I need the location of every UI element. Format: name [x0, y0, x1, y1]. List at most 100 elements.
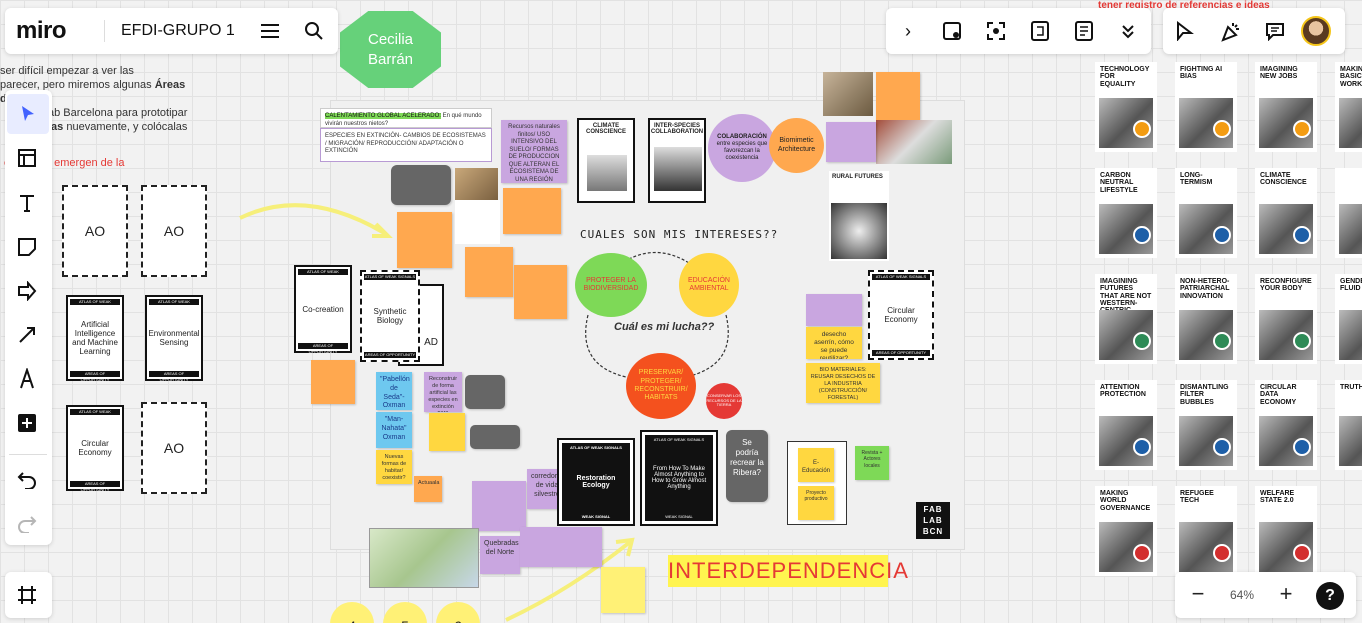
ao-card-1[interactable]: AO: [62, 185, 128, 277]
circle-num-6[interactable]: 6: [436, 602, 480, 623]
signal-card[interactable]: TECHNOLOGY FOR EQUALITY: [1095, 62, 1157, 152]
line-icon[interactable]: [5, 315, 49, 355]
note-purple-wide[interactable]: [520, 527, 602, 567]
cursor-flag-icon[interactable]: [1163, 8, 1207, 54]
ao-card-2[interactable]: AO: [141, 185, 207, 277]
frames-icon[interactable]: [5, 575, 49, 615]
note-yellow-bottom[interactable]: [601, 567, 645, 613]
note-calentamiento[interactable]: CALENTAMIENTO GLOBAL ACELERADO: En qué m…: [320, 108, 492, 128]
map-image[interactable]: [369, 528, 479, 588]
signal-card[interactable]: MAKING BASIC PR WORK: [1335, 62, 1362, 152]
text-icon[interactable]: [5, 183, 49, 223]
note-green[interactable]: Revista + Actores locales: [855, 446, 889, 480]
comment-icon[interactable]: [1253, 8, 1297, 54]
sticky-note-icon[interactable]: [5, 227, 49, 267]
note-purple-dero[interactable]: [806, 294, 862, 326]
octagon-name-shape[interactable]: Cecilia Barrán: [340, 11, 441, 88]
image-building[interactable]: [876, 120, 952, 164]
miro-logo[interactable]: miro: [16, 17, 67, 44]
note-orange-3[interactable]: [465, 247, 513, 297]
card-circular[interactable]: ATLAS OF WEAK SIGNALS Circular Economy A…: [66, 405, 124, 492]
chevron-double-down-icon[interactable]: [1106, 8, 1150, 54]
circle-biomimetic[interactable]: Biomimetic Architecture: [769, 118, 824, 173]
signal-card[interactable]: GENDER FLUID: [1335, 274, 1362, 364]
note-reconstruir[interactable]: Reconstruir de forma artificial las espe…: [424, 372, 462, 412]
note-purple-block[interactable]: [472, 481, 526, 531]
signal-card[interactable]: REFUGEE TECH: [1175, 486, 1237, 576]
table-icon[interactable]: [5, 138, 49, 178]
note-pabellon[interactable]: "Pabellón de Seda"- Oxman: [376, 372, 412, 410]
signal-card[interactable]: DISMANTLING FILTER BUBBLES: [1175, 380, 1237, 470]
signal-card[interactable]: LONG-TERMISM: [1175, 168, 1237, 258]
shape-arrow-icon[interactable]: [5, 271, 49, 311]
circle-red[interactable]: CONSERVAR LOS RECURSOS DE LA TIERRA: [706, 383, 742, 419]
zoom-in-button[interactable]: +: [1279, 581, 1293, 606]
note-orange-5[interactable]: [311, 360, 355, 404]
zoom-out-button[interactable]: −: [1191, 581, 1205, 606]
note-quebradas[interactable]: Quebradas del Norte: [480, 536, 520, 574]
signal-card[interactable]: FIGHTING AI BIAS: [1175, 62, 1237, 152]
signal-card[interactable]: RECONFIGURE YOUR BODY: [1255, 274, 1317, 364]
circle-educacion[interactable]: EDUCACIÓN AMBIENTAL: [679, 253, 739, 317]
signal-card[interactable]: CARBON NEUTRAL LIFESTYLE: [1095, 168, 1157, 258]
note-se-podria[interactable]: Se podría recrear la Ribera?: [726, 430, 768, 502]
note-dark-bubble[interactable]: [391, 165, 451, 205]
signal-card[interactable]: IMAGINING FUTURES THAT ARE NOT WESTERN-C…: [1095, 274, 1157, 364]
card-climate-conscience[interactable]: CLIMATE CONSCIENCE: [577, 118, 635, 203]
card-synthetic-biology[interactable]: ATLAS OF WEAK SIGNALS Synthetic Biology …: [360, 270, 420, 362]
signal-card[interactable]: ATTENTION PROTECTION: [1095, 380, 1157, 470]
note-actuaala[interactable]: Actuaala: [414, 476, 442, 502]
signal-card[interactable]: CLIMATE CONSCIENCE: [1255, 168, 1317, 258]
note-proyecto[interactable]: Proyecto productivo: [798, 486, 834, 520]
card-env[interactable]: ATLAS OF WEAK SIGNALS Environmental Sens…: [145, 295, 203, 382]
card-restoration-frame[interactable]: ATLAS OF WEAK SIGNALS Restoration Ecolog…: [557, 438, 635, 526]
board-name[interactable]: EFDI-GRUPO 1: [121, 22, 235, 39]
note-man-nahata[interactable]: "Man-Nahata" Oxman: [376, 412, 412, 448]
timer-icon[interactable]: [1018, 8, 1062, 54]
note-dark-3[interactable]: [470, 425, 520, 449]
help-button[interactable]: ?: [1316, 582, 1344, 610]
note-bio[interactable]: BIO MATERIALES: REUSAR DESECHOS DE LA IN…: [806, 363, 880, 403]
signal-card[interactable]: MAKING WORLD GOVERNANCE: [1095, 486, 1157, 576]
signal-card[interactable]: TRUTH: [1335, 380, 1362, 470]
signal-card[interactable]: [1335, 168, 1362, 258]
circle-proteger[interactable]: PROTEGER LA BIODIVERSIDAD: [575, 253, 647, 317]
note-nuevas[interactable]: Nuevas formas de habitar/ coexistir?: [376, 450, 412, 484]
circle-preservar[interactable]: PRESERVAR/ PROTEGER/ RECONSTRUIR/ HABITA…: [626, 353, 696, 419]
card-ai[interactable]: ATLAS OF WEAK SIGNALS Artificial Intelli…: [66, 295, 124, 382]
note-especies[interactable]: ESPECIES EN EXTINCIÓN- CAMBIOS DE ECOSIS…: [320, 128, 492, 162]
note-dark-2[interactable]: [465, 375, 505, 409]
undo-icon[interactable]: [5, 460, 49, 500]
add-more-icon[interactable]: [5, 403, 49, 443]
select-cursor-icon[interactable]: [7, 94, 49, 134]
signal-card[interactable]: CIRCULAR DATA ECONOMY: [1255, 380, 1317, 470]
signal-card[interactable]: NON-HETERO-PATRIARCHAL INNOVATION: [1175, 274, 1237, 364]
search-icon[interactable]: [292, 8, 336, 54]
user-avatar[interactable]: [1301, 16, 1331, 46]
note-orange-4[interactable]: [514, 265, 567, 319]
interdependencia-label[interactable]: INTERDEPENDENCIA: [668, 555, 908, 587]
card-interspecies[interactable]: INTER-SPECIES COLLABORATION: [648, 118, 706, 203]
note-orange-1[interactable]: [397, 212, 452, 268]
menu-icon[interactable]: [248, 8, 292, 54]
note-edu[interactable]: E-Educación: [798, 448, 834, 482]
signal-card[interactable]: WELFARE STATE 2.0: [1255, 486, 1317, 576]
zoom-level[interactable]: 64%: [1229, 588, 1255, 602]
note-recursos[interactable]: Recursos naturales finitos/ USO INTENSIV…: [501, 120, 567, 183]
notes-icon[interactable]: [1062, 8, 1106, 54]
sticky-add-icon[interactable]: [930, 8, 974, 54]
redo-icon[interactable]: [5, 504, 49, 544]
signal-card[interactable]: IMAGINING NEW JOBS: [1255, 62, 1317, 152]
card-from-how-frame[interactable]: ATLAS OF WEAK SIGNALS From How To Make A…: [640, 430, 718, 526]
note-orange-small[interactable]: [876, 72, 920, 120]
focus-icon[interactable]: [974, 8, 1018, 54]
note-yellow-small[interactable]: [429, 413, 465, 451]
note-desecho[interactable]: desecho aserrín, cómo se puede reutiliza…: [806, 327, 862, 359]
circle-num-4[interactable]: 4: [330, 602, 374, 623]
card-cocreation[interactable]: ATLAS OF WEAK SIGNALS Co-creation AREAS …: [294, 265, 352, 354]
celebrate-icon[interactable]: [1209, 8, 1253, 54]
pen-icon[interactable]: [5, 359, 49, 399]
note-purple-right[interactable]: [826, 122, 876, 162]
chevron-right-icon[interactable]: ›: [905, 20, 911, 41]
image-architecture[interactable]: [823, 72, 873, 116]
